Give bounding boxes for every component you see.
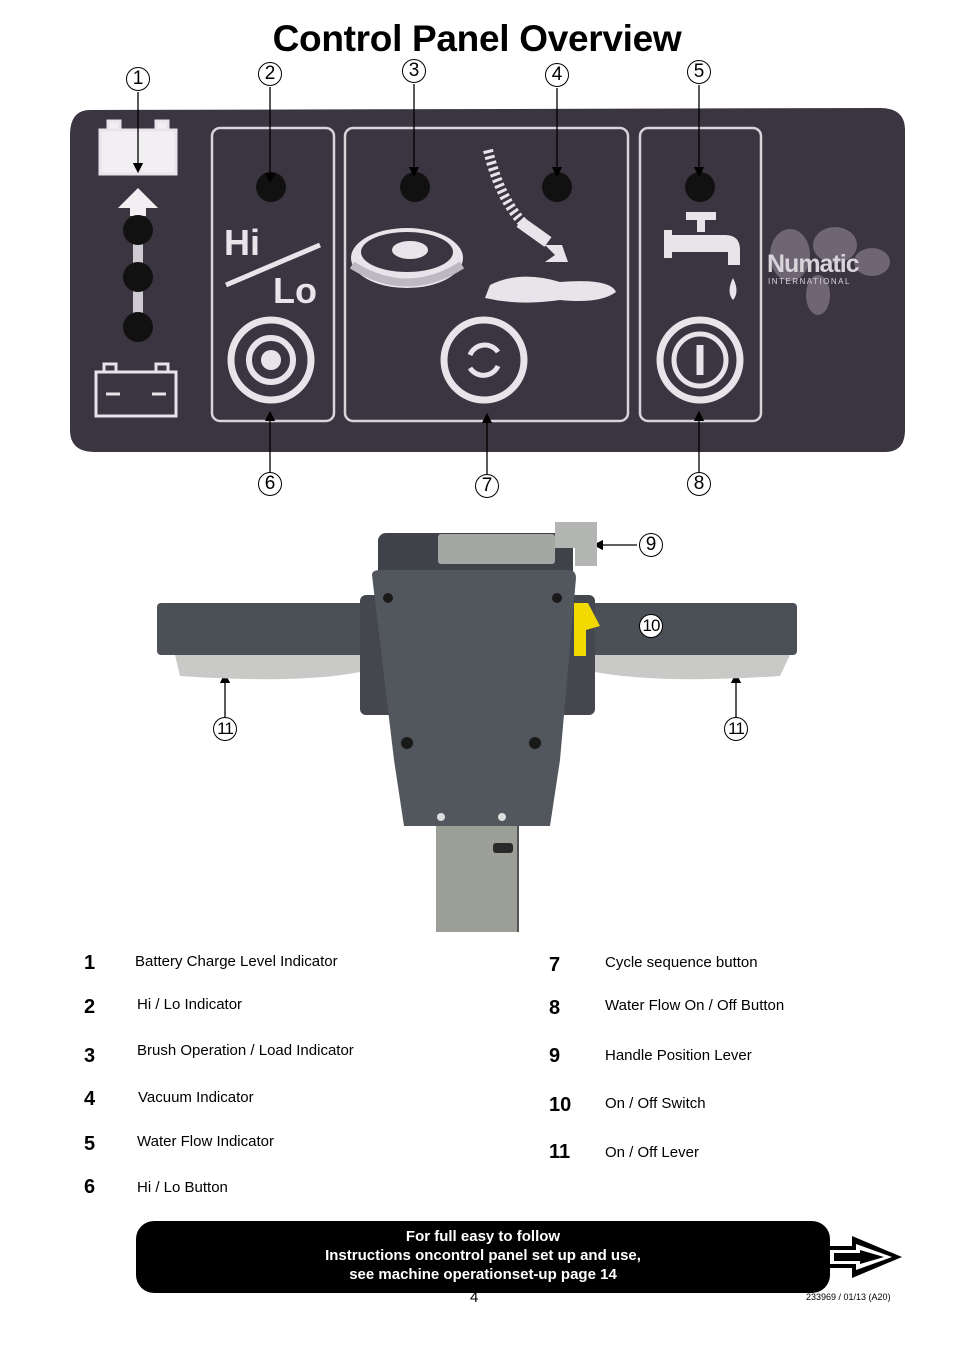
instructions-banner: For full easy to follow Instructions onc… xyxy=(136,1221,830,1293)
legend-text-6: Hi / Lo Button xyxy=(137,1179,228,1196)
lo-label: Lo xyxy=(273,270,317,311)
legend-text-1: Battery Charge Level Indicator xyxy=(135,953,338,970)
legend-num-8: 8 xyxy=(549,997,561,1019)
vacuum-indicator-led xyxy=(542,172,572,202)
legend-text-10: On / Off Switch xyxy=(605,1095,706,1112)
hi-label: Hi xyxy=(224,222,260,263)
page-title: Control Panel Overview xyxy=(272,18,682,59)
hilo-indicator-led xyxy=(256,172,286,202)
legend-num-2: 2 xyxy=(84,996,96,1018)
callout-6: 6 xyxy=(258,472,282,496)
on-off-switch-graphic xyxy=(574,603,600,656)
legend-text-2: Hi / Lo Indicator xyxy=(137,996,243,1013)
legend-num-5: 5 xyxy=(84,1133,96,1155)
callout-2: 2 xyxy=(258,62,282,86)
cycle-button-graphic xyxy=(440,316,528,404)
legend-num-9: 9 xyxy=(549,1045,561,1067)
battery-level-leds xyxy=(123,215,153,342)
brush-icon xyxy=(349,228,465,288)
callout-4: 4 xyxy=(545,63,569,87)
world-map-logo xyxy=(770,227,890,315)
brush-indicator-led xyxy=(400,172,430,202)
legend-num-7: 7 xyxy=(549,954,561,976)
callout-5: 5 xyxy=(687,60,711,84)
legend-num-11: 11 xyxy=(549,1141,571,1163)
banner-line-3: see machine operationset-up page 14 xyxy=(349,1266,617,1283)
callout-9: 9 xyxy=(639,533,663,557)
callout-11-left: 11 xyxy=(213,717,237,741)
water-button-graphic xyxy=(656,316,744,404)
legend-num-10: 10 xyxy=(549,1094,572,1116)
hilo-divider xyxy=(225,242,321,288)
legend-num-4: 4 xyxy=(84,1088,96,1110)
legend-text-3: Brush Operation / Load Indicator xyxy=(137,1042,354,1059)
legend-text-11: On / Off Lever xyxy=(605,1144,699,1161)
legend-text-5: Water Flow Indicator xyxy=(137,1133,274,1150)
banner-line-1: For full easy to follow xyxy=(405,1228,561,1245)
banner-line-2: Instructions oncontrol panel set up and … xyxy=(325,1247,641,1264)
legend-num-3: 3 xyxy=(84,1045,96,1067)
water-tap-icon xyxy=(664,212,740,300)
brand-subtitle: INTERNATIONAL xyxy=(768,277,851,286)
callout-1: 1 xyxy=(126,67,150,91)
callout-3: 3 xyxy=(402,59,426,83)
callout-7: 7 xyxy=(475,474,499,498)
document-reference: 233969 / 01/13 (A20) xyxy=(806,1292,891,1302)
legend-text-9: Handle Position Lever xyxy=(605,1047,752,1064)
legend-text-8: Water Flow On / Off Button xyxy=(605,997,785,1014)
callout-8: 8 xyxy=(687,472,711,496)
vacuum-hose-icon xyxy=(483,148,616,303)
page-number: 4 xyxy=(470,1289,479,1306)
callout-11-right: 11 xyxy=(724,717,748,741)
handle-illustration xyxy=(157,522,797,932)
arrow-up-icon xyxy=(118,188,158,216)
legend-num-6: 6 xyxy=(84,1176,96,1198)
hilo-button-graphic xyxy=(227,316,315,404)
legend-text-7: Cycle sequence button xyxy=(605,954,758,971)
brand-name: Numatic xyxy=(767,250,860,278)
legend-text-4: Vacuum Indicator xyxy=(138,1089,254,1106)
legend-num-1: 1 xyxy=(84,952,96,974)
battery-empty-icon xyxy=(94,362,178,418)
callout-10: 10 xyxy=(639,614,663,638)
water-indicator-led xyxy=(685,172,715,202)
